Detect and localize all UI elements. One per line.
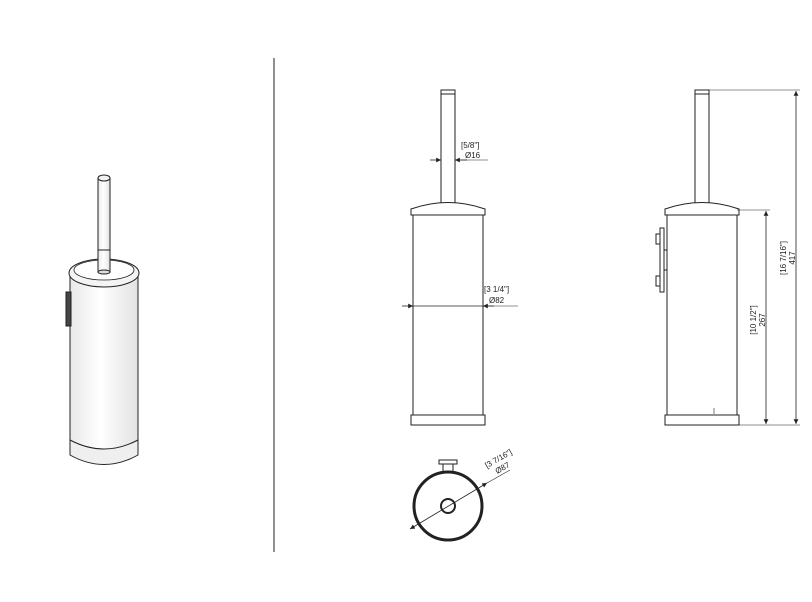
- front-lid: [410, 202, 486, 216]
- perspective-handle-top: [97, 174, 111, 182]
- side-handle: [694, 89, 710, 209]
- perspective-base: [69, 439, 139, 465]
- body-diameter-imperial: [3 1/4"]: [484, 285, 509, 294]
- total-height-dimension: [16 7/16"] 417: [779, 91, 799, 424]
- body-height-dimension: [10 1/2"] 267: [749, 211, 769, 424]
- front-base: [410, 414, 486, 426]
- body-height-imperial: [10 1/2"]: [749, 305, 758, 335]
- side-wall-bracket: [659, 227, 665, 293]
- side-extension-lines: [709, 89, 800, 426]
- side-view: [655, 89, 740, 426]
- side-body: [666, 214, 738, 416]
- handle-diameter-dimension: [5/8"] Ø16: [430, 141, 488, 163]
- body-diameter-dimension: [3 1/4"] Ø82: [402, 285, 518, 309]
- total-height-imperial: [16 7/16"]: [779, 241, 788, 275]
- handle-diameter-imperial: [5/8"]: [461, 141, 479, 150]
- body-height-metric: 267: [758, 313, 767, 327]
- front-body: [412, 214, 484, 416]
- side-base: [664, 414, 740, 426]
- top-view: [409, 459, 511, 542]
- front-view: [410, 89, 486, 426]
- body-diameter-metric: Ø82: [489, 296, 505, 305]
- side-lid: [664, 202, 740, 216]
- handle-diameter-metric: Ø16: [465, 151, 481, 160]
- total-height-metric: 417: [788, 251, 797, 265]
- top-view-diameter-label: [3 7/16"] Ø87: [484, 448, 514, 476]
- perspective-view: [65, 174, 140, 465]
- perspective-body: [69, 274, 139, 462]
- front-handle: [440, 89, 456, 209]
- perspective-wall-bracket: [65, 291, 72, 327]
